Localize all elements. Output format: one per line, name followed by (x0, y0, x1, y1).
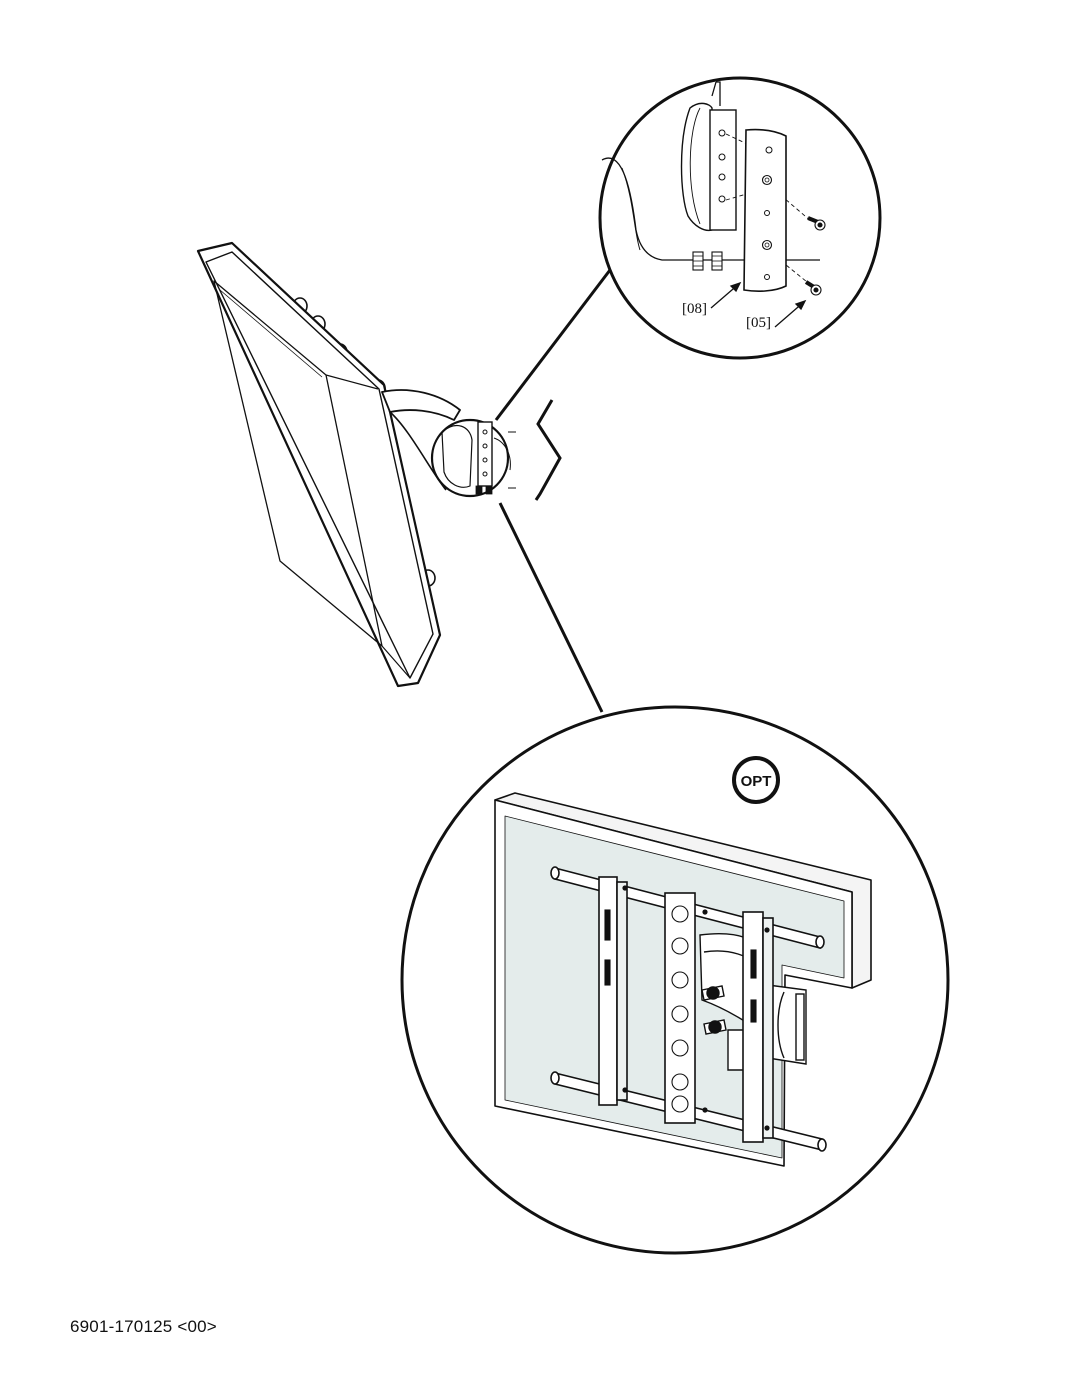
rail-screws (622, 885, 770, 1131)
tv-outer-frame (196, 241, 442, 688)
nut-pair (692, 251, 723, 271)
callout-label-05: [05] (746, 315, 771, 331)
callout-label-08: [08] (682, 301, 707, 317)
part-08-plate (743, 128, 787, 292)
callout-arrows (710, 281, 807, 328)
opt-badge-label: OPT (741, 773, 772, 790)
leader-lines (494, 269, 612, 713)
opt-badge (732, 756, 780, 804)
bracket-holes (604, 905, 757, 1113)
adjustment-knobs (701, 985, 727, 1035)
screw-05 (804, 216, 826, 296)
document-number: 6901-170125 <00> (70, 1317, 217, 1336)
top-detail-circle (598, 76, 882, 360)
tv-assembly (196, 241, 461, 688)
wall-break-symbol (534, 399, 562, 501)
bottom-detail-circle (400, 705, 950, 1255)
detail-zoom-circle (430, 418, 516, 498)
tv-arm (381, 389, 461, 421)
